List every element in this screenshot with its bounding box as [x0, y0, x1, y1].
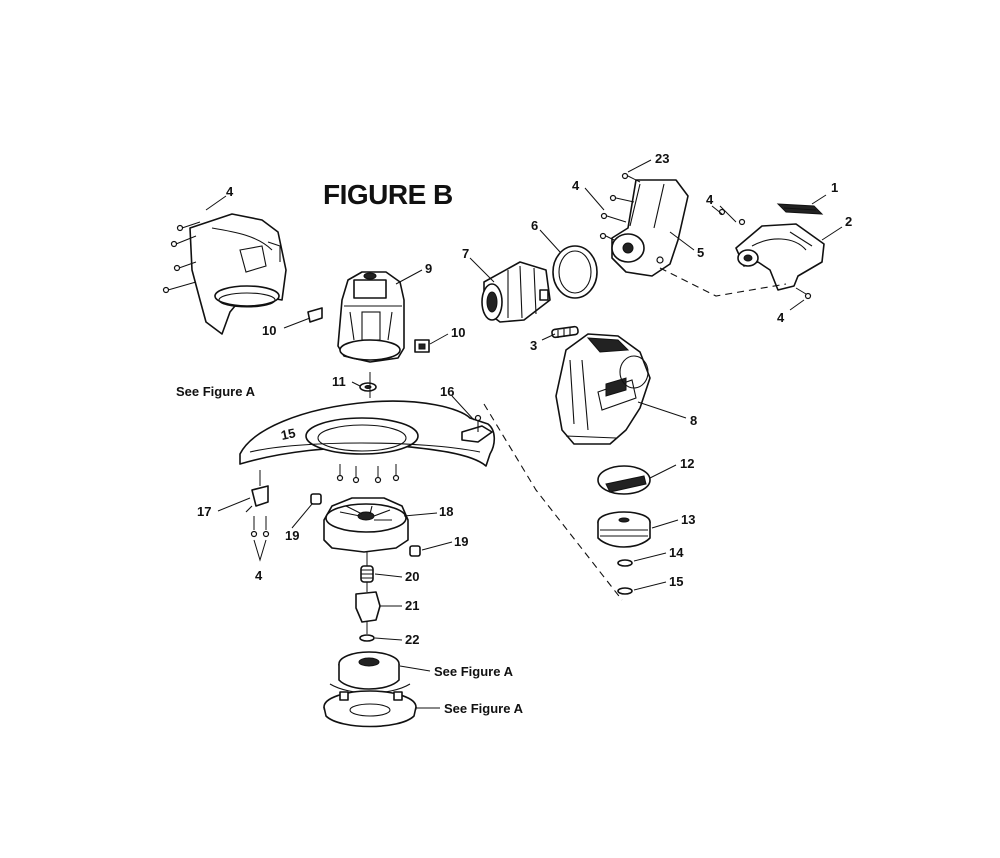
callout-4-bracket: 4 [255, 568, 263, 583]
callout-4-handle-bottom: 4 [777, 310, 785, 325]
part-motor [337, 271, 405, 363]
part-spring [360, 552, 374, 583]
guard-marking-text: 15 [280, 425, 297, 443]
part-nut-left [310, 493, 322, 505]
callout-5: 5 [697, 245, 704, 260]
part-shaft-housing [611, 179, 689, 277]
callout-19-left: 19 [285, 528, 299, 543]
part-washer-14 [617, 559, 633, 567]
part-ring [552, 245, 598, 299]
callout-23: 23 [655, 151, 669, 166]
part-spring-3 [551, 325, 579, 339]
callout-11: 11 [332, 374, 346, 389]
callout-4-shaft: 4 [572, 178, 580, 193]
part-nut-right [409, 545, 421, 557]
callout-21: 21 [405, 598, 419, 613]
part-adapter [355, 582, 381, 623]
callout-14: 14 [669, 545, 684, 560]
callout-8: 8 [690, 413, 697, 428]
callout-4-upper-housing: 4 [226, 184, 234, 199]
screw-group-upper-left [162, 195, 227, 294]
figure-title: FIGURE B [323, 179, 453, 210]
part-decal [776, 203, 824, 215]
part-brush-left [307, 307, 323, 323]
callout-6: 6 [531, 218, 538, 233]
part-bracket-17 [245, 470, 270, 562]
part-spool-cover [323, 690, 417, 728]
part-washer-15 [617, 587, 633, 595]
callout-17: 17 [197, 504, 211, 519]
screw-group-shaft [599, 172, 641, 241]
part-upper-housing-shell [189, 213, 287, 335]
callout-16: 16 [440, 384, 454, 399]
see-figure-a-spool: See Figure A [434, 664, 514, 679]
part-spool [329, 651, 411, 694]
callout-12: 12 [680, 456, 694, 471]
see-figure-a-guard: See Figure A [176, 384, 256, 399]
part-coupling [481, 261, 551, 323]
callout-13: 13 [681, 512, 695, 527]
part-brush-right [414, 339, 430, 353]
callout-15: 15 [669, 574, 683, 589]
part-cap [597, 465, 651, 495]
see-figure-a-cover: See Figure A [444, 701, 524, 716]
callout-20: 20 [405, 569, 419, 584]
callout-9: 9 [425, 261, 432, 276]
callout-1: 1 [831, 180, 838, 195]
callout-18: 18 [439, 504, 453, 519]
screw-group-guard [336, 464, 400, 484]
callout-22: 22 [405, 632, 419, 647]
callout-19-right: 19 [454, 534, 468, 549]
leader-lines [217, 159, 843, 709]
callout-labels: 1 2 3 4 4 4 4 4 5 6 7 8 9 10 10 11 12 13… [176, 151, 852, 716]
callout-3: 3 [530, 338, 537, 353]
part-fan [323, 497, 409, 553]
part-guard: 15 [239, 400, 496, 467]
part-gear [597, 511, 651, 548]
callout-2: 2 [845, 214, 852, 229]
assembly-line-guard [483, 403, 623, 601]
screw-group-handle [718, 205, 812, 300]
assembly-line-handle [659, 267, 787, 297]
part-motor-housing [555, 333, 651, 445]
callout-10-right: 10 [451, 325, 465, 340]
callout-4-handle: 4 [706, 192, 714, 207]
callout-10-left: 10 [262, 323, 276, 338]
callout-7: 7 [462, 246, 469, 261]
part-handle [735, 223, 825, 291]
part-washer-22 [359, 622, 375, 642]
part-washer-11 [359, 382, 377, 392]
